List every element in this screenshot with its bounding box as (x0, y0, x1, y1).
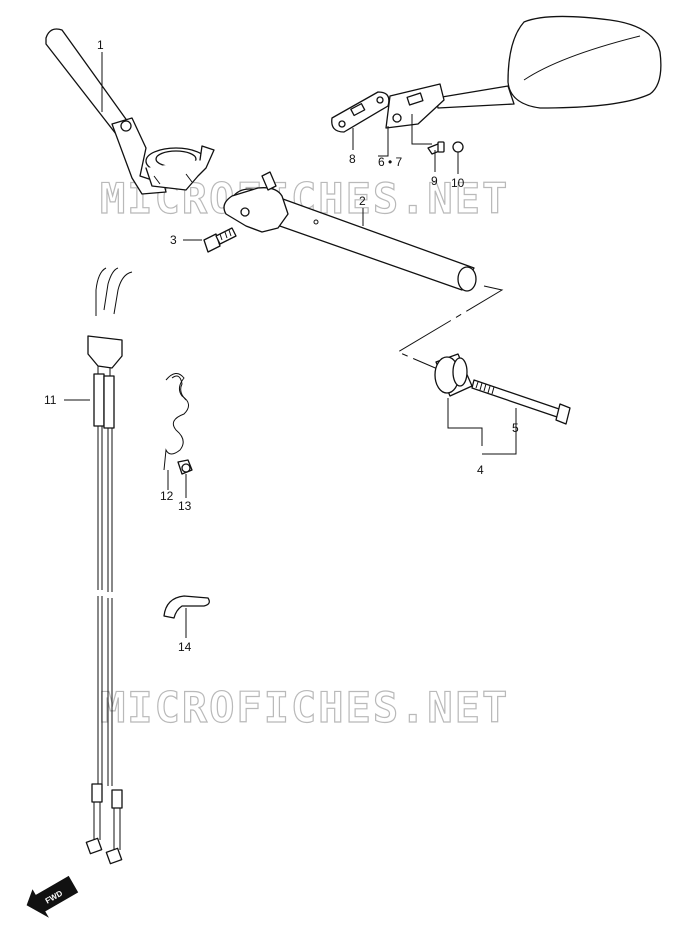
bar-end-weight-part (434, 353, 473, 397)
forward-arrow-icon: FWD (26, 875, 79, 918)
callout-12: 12 (160, 489, 174, 503)
callout-3: 3 (170, 233, 177, 247)
wire-clip-part (163, 373, 189, 471)
left-handlebar-part (45, 28, 215, 195)
callout-8: 8 (349, 152, 356, 166)
callout-9: 9 (431, 174, 438, 188)
mirror-part (385, 15, 662, 129)
callout-10: 10 (451, 176, 465, 190)
callout-13: 13 (178, 499, 192, 513)
callout-6-7: 6 • 7 (378, 155, 403, 169)
right-handlebar-part (223, 171, 477, 292)
throttle-cables-part (85, 267, 133, 865)
cable-clamp-part (163, 595, 210, 619)
callout-5: 5 (512, 421, 519, 435)
callout-4: 4 (477, 463, 484, 477)
callout-2: 2 (359, 194, 366, 208)
callout-1: 1 (97, 38, 104, 52)
watermark-bottom: MICROFICHES.NET (100, 683, 509, 732)
mirror-plate-part (331, 91, 390, 133)
small-screw-part (427, 141, 445, 155)
long-screw-part (471, 379, 571, 425)
clip-screw-part (177, 459, 193, 475)
screw-cap-part (452, 141, 464, 153)
bolt-part-3 (203, 227, 237, 253)
callout-14: 14 (178, 640, 192, 654)
callout-11: 11 (44, 393, 57, 407)
